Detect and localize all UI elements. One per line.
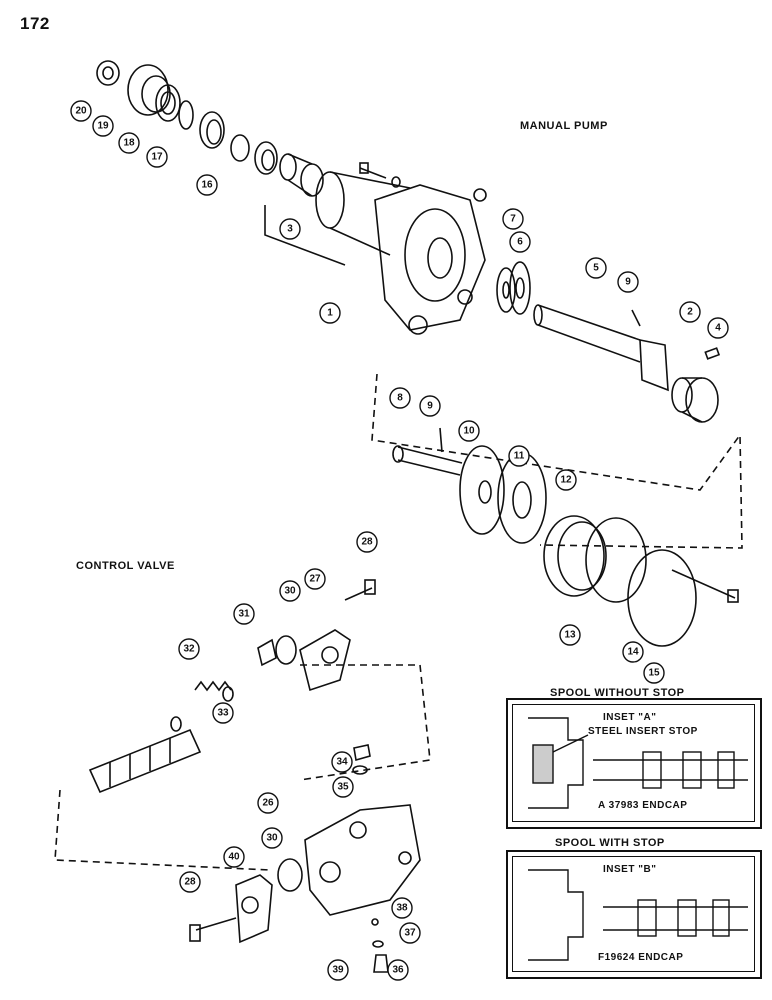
inset-a-endcap-label: A 37983 ENDCAP <box>598 800 688 811</box>
callout-12: 12 <box>555 469 577 491</box>
callout-number: 18 <box>123 138 135 149</box>
callout-30: 30 <box>261 827 283 849</box>
callout-number: 19 <box>97 121 109 132</box>
inset-b-endcap-label: F19624 ENDCAP <box>598 952 684 963</box>
callout-number: 35 <box>337 782 349 793</box>
page-number: 172 <box>20 14 50 33</box>
callout-number: 28 <box>361 537 373 548</box>
callout-30: 30 <box>279 580 301 602</box>
callout-number: 20 <box>75 106 87 117</box>
callout-34: 34 <box>331 751 353 773</box>
callout-number: 9 <box>625 277 631 288</box>
inset-b: INSET "B" F19624 ENDCAP <box>506 850 762 979</box>
callout-40: 40 <box>223 846 245 868</box>
callout-number: 27 <box>309 574 321 585</box>
callout-number: 11 <box>514 451 525 462</box>
callout-number: 34 <box>336 757 348 768</box>
callout-number: 3 <box>287 224 293 235</box>
callout-number: 2 <box>687 307 693 318</box>
callout-number: 39 <box>332 965 344 976</box>
callout-37: 37 <box>399 922 421 944</box>
callout-28: 28 <box>179 871 201 893</box>
inset-a-heading: SPOOL WITHOUT STOP <box>550 687 685 699</box>
callout-number: 37 <box>404 928 416 939</box>
inset-a-drawing <box>528 717 748 809</box>
callout-number: 12 <box>560 475 572 486</box>
inset-a: INSET "A" STEEL INSERT STOP A 37983 ENDC… <box>506 698 762 829</box>
callout-8: 8 <box>389 387 411 409</box>
callout-number: 40 <box>228 852 240 863</box>
callout-number: 30 <box>284 586 296 597</box>
inset-a-steel-insert-stop: STEEL INSERT STOP <box>588 726 698 737</box>
callout-number: 17 <box>151 152 163 163</box>
section-label-control-valve: CONTROL VALVE <box>76 560 175 572</box>
callout-36: 36 <box>387 959 409 981</box>
callout-number: 10 <box>463 426 475 437</box>
callout-39: 39 <box>327 959 349 981</box>
inset-b-title: INSET "B" <box>603 864 657 875</box>
callout-6: 6 <box>509 231 531 253</box>
callout-number: 15 <box>648 668 660 679</box>
callout-1: 1 <box>319 302 341 324</box>
callout-number: 9 <box>427 401 433 412</box>
callout-11: 11 <box>508 445 530 467</box>
callout-number: 26 <box>262 798 274 809</box>
callout-number: 7 <box>510 214 516 225</box>
callout-9: 9 <box>617 271 639 293</box>
callout-28: 28 <box>356 531 378 553</box>
callout-19: 19 <box>92 115 114 137</box>
callout-3: 3 <box>279 218 301 240</box>
callout-number: 31 <box>238 609 250 620</box>
callout-33: 33 <box>212 702 234 724</box>
callout-number: 16 <box>201 180 213 191</box>
callout-32: 32 <box>178 638 200 660</box>
callout-number: 6 <box>517 237 523 248</box>
callout-5: 5 <box>585 257 607 279</box>
callout-16: 16 <box>196 174 218 196</box>
callout-17: 17 <box>146 146 168 168</box>
callout-number: 1 <box>327 308 333 319</box>
callout-38: 38 <box>391 897 413 919</box>
callout-27: 27 <box>304 568 326 590</box>
callout-26: 26 <box>257 792 279 814</box>
callout-number: 30 <box>266 833 278 844</box>
callout-31: 31 <box>233 603 255 625</box>
inset-b-drawing <box>528 869 748 961</box>
callout-13: 13 <box>559 624 581 646</box>
callout-number: 4 <box>715 323 721 334</box>
inset-a-title: INSET "A" <box>603 712 657 723</box>
callout-18: 18 <box>118 132 140 154</box>
callout-9: 9 <box>419 395 441 417</box>
callout-number: 5 <box>593 263 599 274</box>
section-label-manual-pump: MANUAL PUMP <box>520 120 608 132</box>
callout-20: 20 <box>70 100 92 122</box>
callout-15: 15 <box>643 662 665 684</box>
callout-number: 33 <box>217 708 229 719</box>
callout-4: 4 <box>707 317 729 339</box>
inset-b-heading: SPOOL WITH STOP <box>555 837 665 849</box>
callout-7: 7 <box>502 208 524 230</box>
callout-number: 8 <box>397 393 403 404</box>
callout-number: 36 <box>392 965 404 976</box>
callout-number: 32 <box>183 644 195 655</box>
callout-10: 10 <box>458 420 480 442</box>
callout-number: 28 <box>184 877 196 888</box>
callout-number: 13 <box>564 630 576 641</box>
callout-35: 35 <box>332 776 354 798</box>
callout-2: 2 <box>679 301 701 323</box>
callout-14: 14 <box>622 641 644 663</box>
callout-number: 14 <box>627 647 639 658</box>
callout-number: 38 <box>396 903 408 914</box>
